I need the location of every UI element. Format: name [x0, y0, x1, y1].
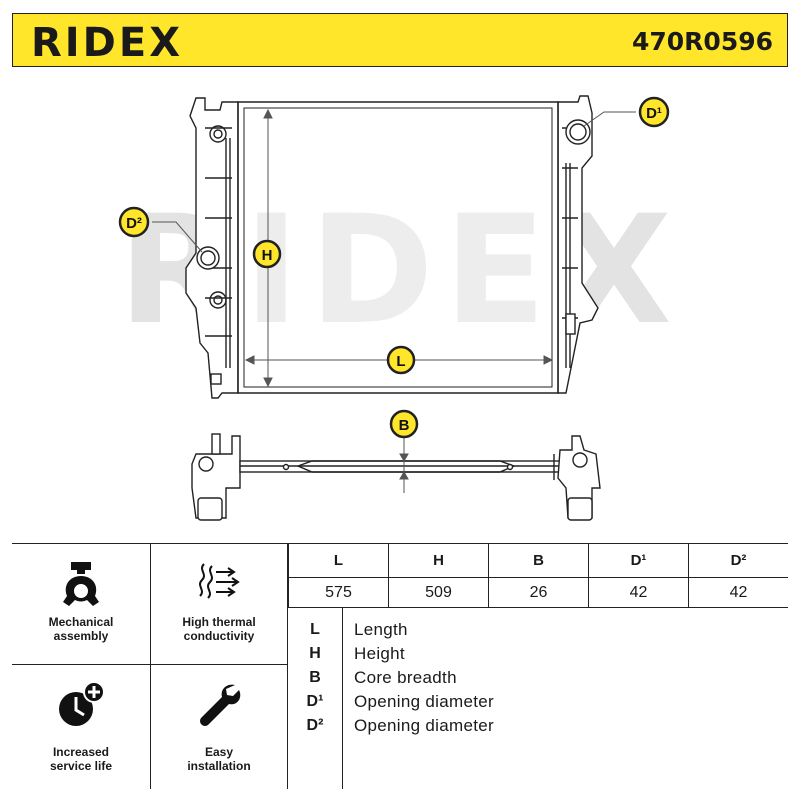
- legend-text: Opening diameter: [354, 692, 494, 711]
- svg-text:D²: D²: [126, 215, 142, 232]
- svg-text:D¹: D¹: [646, 105, 662, 122]
- column-header-l: L: [288, 544, 388, 578]
- feature-label-line1: Mechanical: [48, 615, 114, 629]
- radiator-core-inner: [243, 107, 553, 388]
- legend-row: B Core breadth: [288, 666, 788, 690]
- feature-easy-installation: Easy installation: [151, 665, 288, 789]
- clock-plus-icon: [59, 681, 105, 726]
- value-d2: 42: [688, 578, 788, 608]
- legend-divider: [342, 608, 343, 789]
- radiator-diagram: RIDEX: [118, 95, 672, 521]
- legend-text: Height: [354, 644, 405, 663]
- legend-row: D² Opening diameter: [288, 714, 788, 738]
- legend-text: Length: [354, 620, 408, 639]
- svg-text:H: H: [262, 247, 273, 264]
- radiator-core: [237, 101, 559, 394]
- wrench-icon: [200, 684, 241, 726]
- callout-leaders: [152, 111, 636, 253]
- legend-row: L Length: [288, 618, 788, 642]
- legend-text: Opening diameter: [354, 716, 494, 735]
- feature-label-line1: Increased: [52, 745, 110, 759]
- feature-label-line2: service life: [49, 759, 113, 773]
- value-l: 575: [288, 578, 388, 608]
- right-tank: [557, 95, 599, 394]
- left-tank: [185, 97, 239, 399]
- callout-h: H: [252, 239, 282, 269]
- svg-text:L: L: [396, 353, 405, 370]
- column-header-b: B: [488, 544, 588, 578]
- feature-thermal-conductivity: High thermal conductivity: [151, 544, 288, 665]
- feature-label-line2: assembly: [53, 629, 109, 643]
- header-bar: RIDEX 470R0596: [12, 13, 788, 67]
- feature-service-life: Increased service life: [12, 665, 151, 789]
- legend-key: D²: [306, 717, 324, 734]
- legend-text: Core breadth: [354, 668, 457, 687]
- feature-mechanical-assembly: Mechanical assembly: [12, 544, 151, 665]
- radiator-drawing: RIDEX: [0, 68, 800, 543]
- value-h: 509: [388, 578, 488, 608]
- column-header-d2: D²: [688, 544, 788, 578]
- column-header-d1: D¹: [588, 544, 688, 578]
- feature-label-line2: conductivity: [183, 629, 255, 643]
- legend-key: B: [309, 669, 321, 686]
- feature-label-line1: High thermal: [182, 615, 256, 629]
- breadth-dimension: [399, 436, 409, 493]
- dimensions-table: L H B D¹ D² 575 509 26 42 42: [288, 544, 788, 608]
- value-b: 26: [488, 578, 588, 608]
- callout-b: B: [389, 409, 419, 439]
- feature-label-line1: Easy: [204, 745, 234, 759]
- feature-label-line2: installation: [187, 759, 251, 773]
- callout-d2: D²: [118, 206, 150, 238]
- wrench-gear-icon: [63, 562, 99, 606]
- legend-key: H: [309, 645, 321, 662]
- legend-key: D¹: [306, 693, 324, 710]
- legend-row: D¹ Opening diameter: [288, 690, 788, 714]
- spec-section: Mechanical assembly High thermal conduct…: [12, 543, 788, 789]
- dimension-legend: L Length H Height B Core breadth D¹ Open…: [288, 608, 788, 789]
- brand-logo: RIDEX: [31, 20, 184, 66]
- part-number: 470R0596: [631, 27, 773, 56]
- value-d1: 42: [588, 578, 688, 608]
- svg-text:B: B: [399, 417, 410, 434]
- heat-waves-icon: [199, 563, 240, 599]
- legend-key: L: [310, 621, 320, 638]
- column-header-h: H: [388, 544, 488, 578]
- radiator-bottom-view: [191, 433, 601, 521]
- legend-row: H Height: [288, 642, 788, 666]
- callout-l: L: [386, 345, 416, 375]
- callout-d1: D¹: [638, 96, 670, 128]
